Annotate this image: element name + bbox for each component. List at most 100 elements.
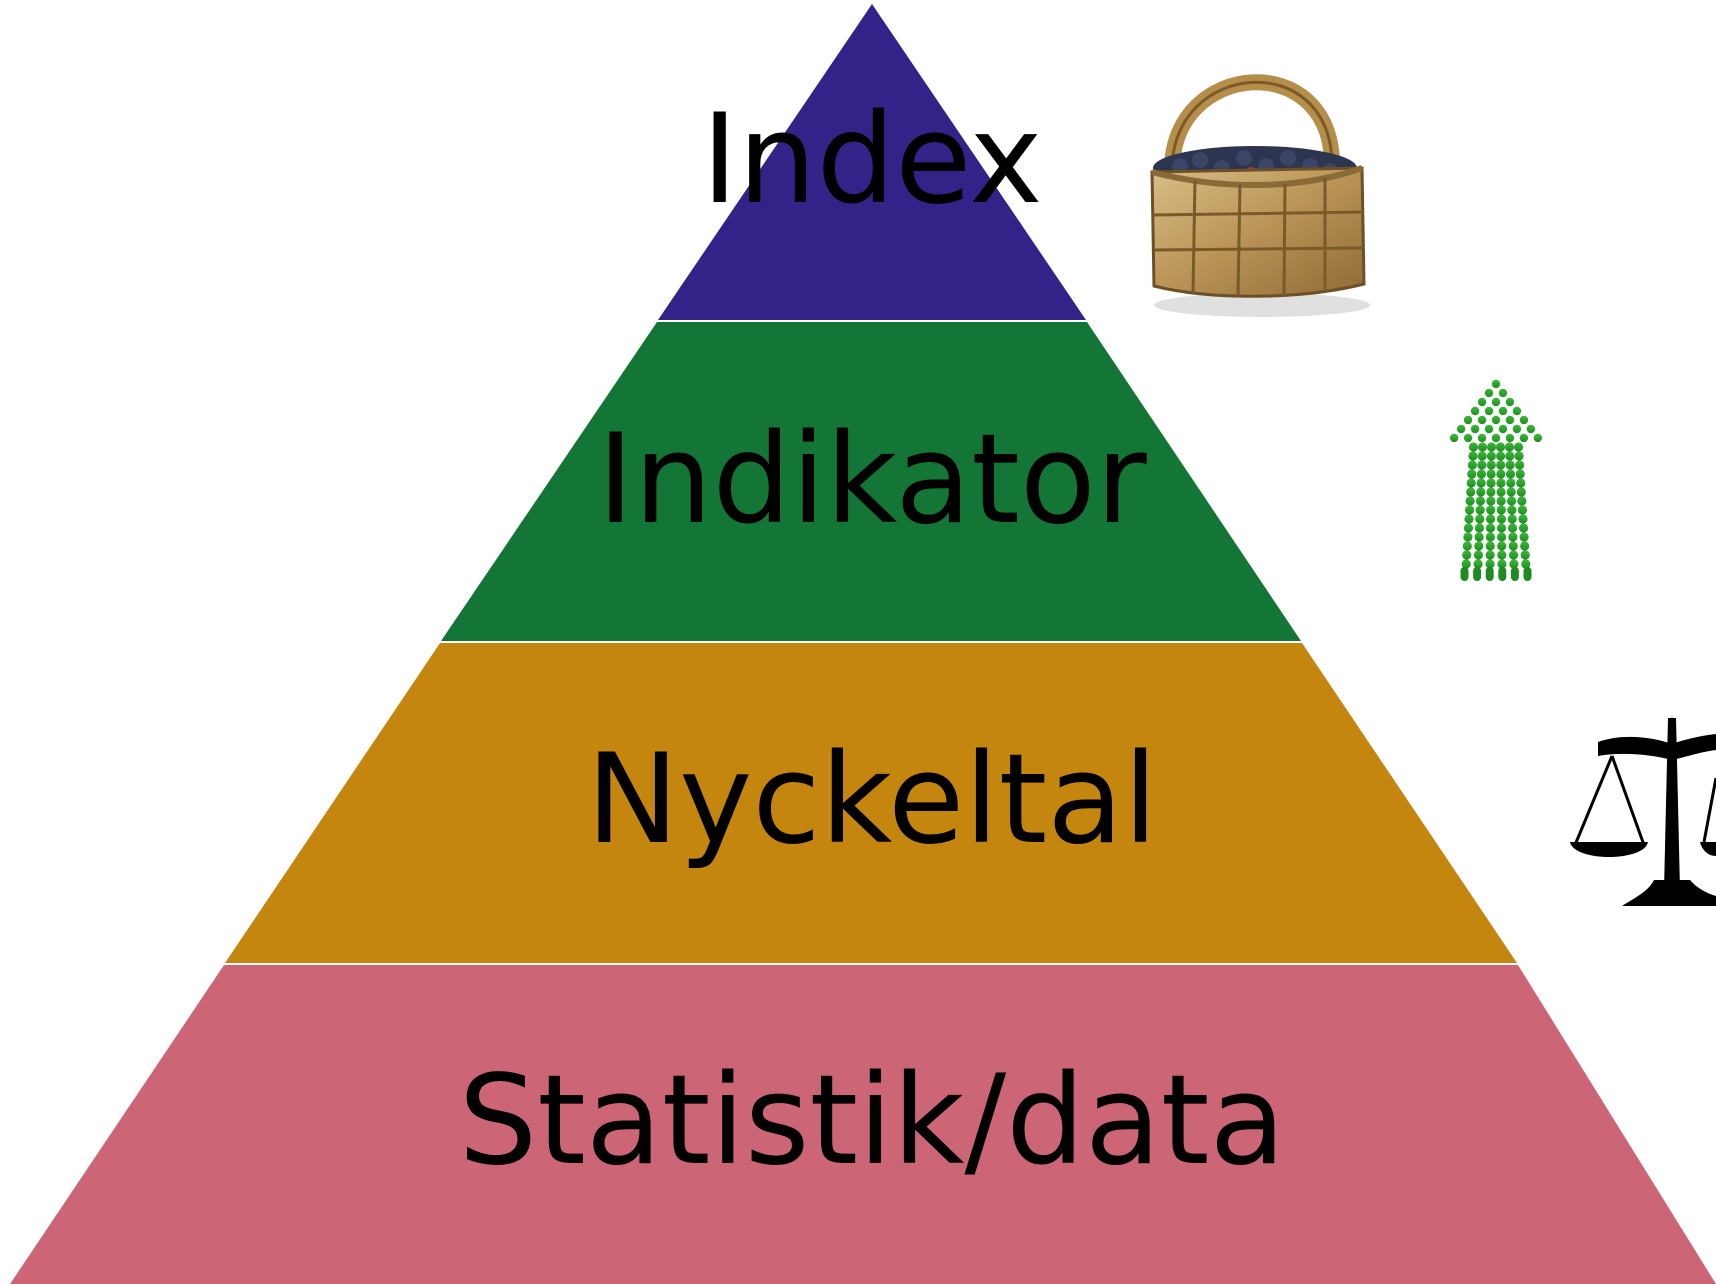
arrow-dot: [1484, 424, 1494, 434]
arrow-dot: [1519, 415, 1529, 425]
arrow-dot: [1477, 451, 1487, 461]
arrow-dot: [1521, 559, 1531, 569]
arrow-dot: [1463, 523, 1474, 533]
arrow-dot: [1467, 469, 1477, 479]
arrow-tail-dot: [1498, 567, 1507, 581]
arrow-dot: [1485, 523, 1496, 533]
arrow-dot: [1506, 478, 1516, 488]
arrow-dot: [1507, 505, 1517, 515]
arrow-dot: [1506, 487, 1516, 497]
arrow-dot: [1486, 496, 1496, 506]
arrow-dot: [1496, 514, 1506, 524]
arrow-dot: [1505, 451, 1515, 461]
arrow-dot: [1517, 505, 1528, 515]
arrow-dot: [1486, 460, 1496, 470]
arrow-dot: [1515, 460, 1525, 470]
arrow-dot: [1508, 541, 1518, 551]
arrow-dot: [1508, 532, 1518, 542]
arrow-dot: [1497, 559, 1507, 569]
tier-label-index: Index: [701, 88, 1042, 232]
arrow-dot: [1486, 451, 1496, 461]
tier-label-indikator: Indikator: [597, 408, 1146, 552]
arrow-dot: [1497, 532, 1507, 542]
arrow-dot: [1476, 487, 1486, 497]
arrow-dot: [1486, 469, 1496, 479]
arrow-dot: [1519, 532, 1529, 542]
arrow-dot: [1506, 496, 1517, 506]
arrow-dot: [1498, 388, 1508, 398]
arrow-dot: [1505, 397, 1515, 407]
arrow-dot: [1462, 550, 1472, 560]
arrow-dot: [1526, 424, 1536, 434]
arrow-dot: [1505, 433, 1515, 443]
arrow-dot: [1470, 424, 1480, 434]
arrow-dot: [1466, 487, 1476, 497]
arrow-dot: [1485, 532, 1495, 542]
arrow-dot: [1486, 505, 1496, 515]
arrow-dot: [1496, 469, 1506, 479]
arrow-dot: [1468, 442, 1479, 452]
arrow-dot: [1516, 478, 1526, 488]
arrow-dot: [1518, 523, 1529, 533]
arrow-dot: [1461, 559, 1471, 569]
arrow-dot: [1520, 541, 1530, 551]
arrow-dot: [1463, 532, 1473, 542]
basket-of-berries-icon: [1150, 74, 1370, 317]
arrow-dot: [1496, 496, 1506, 506]
arrow-dot: [1515, 469, 1525, 479]
tier-statistik-shape: [10, 965, 1716, 1284]
arrow-dot: [1473, 550, 1484, 560]
arrow-dot: [1462, 541, 1472, 551]
arrow-dot: [1507, 514, 1517, 524]
arrow-dot: [1476, 478, 1486, 488]
arrow-dot: [1512, 424, 1522, 434]
arrow-dot: [1484, 406, 1494, 416]
arrow-dot: [1485, 559, 1495, 569]
arrow-tail-dot: [1510, 567, 1519, 581]
tier-label-nyckeltal: Nyckeltal: [586, 728, 1158, 872]
arrow-dot: [1498, 424, 1508, 434]
arrow-dot: [1484, 388, 1494, 398]
arrow-dot: [1512, 406, 1522, 416]
arrow-dot: [1464, 505, 1475, 515]
arrow-dot: [1520, 550, 1530, 560]
arrow-dot: [1486, 487, 1496, 497]
arrow-tail-dot: [1473, 567, 1482, 581]
arrow-dot: [1496, 487, 1506, 497]
arrow-tail-dot: [1523, 567, 1532, 581]
arrow-tail-dot: [1485, 567, 1494, 581]
pyramid: [10, 4, 1716, 1284]
arrow-dot: [1509, 559, 1519, 569]
arrow-dot: [1474, 532, 1484, 542]
arrow-dot: [1465, 496, 1475, 506]
arrow-dot: [1475, 496, 1486, 506]
arrow-dot: [1505, 415, 1515, 425]
arrow-dot: [1474, 541, 1484, 551]
arrow-dot: [1477, 460, 1487, 470]
arrow-dot: [1485, 550, 1495, 560]
tier-indikator-shape: [441, 322, 1301, 641]
arrow-dot: [1449, 433, 1459, 443]
arrow-dot: [1486, 514, 1496, 524]
arrow-dot: [1485, 541, 1495, 551]
arrow-dot: [1517, 496, 1527, 506]
arrow-dot: [1533, 433, 1543, 443]
arrow-dot: [1496, 460, 1506, 470]
arrow-dot: [1477, 442, 1488, 452]
arrow-dot: [1518, 514, 1528, 524]
arrow-dot: [1516, 487, 1526, 497]
arrow-dot: [1496, 505, 1506, 515]
arrow-dot: [1496, 451, 1506, 461]
arrow-dot: [1468, 451, 1478, 461]
arrow-dot: [1505, 469, 1516, 479]
arrow-dot: [1491, 397, 1501, 407]
arrow-dot: [1463, 433, 1473, 443]
arrow-dot: [1477, 433, 1487, 443]
tier-label-statistik: Statistik/data: [459, 1049, 1286, 1193]
arrow-dot: [1475, 514, 1485, 524]
arrow-dot: [1496, 478, 1506, 488]
dotted-green-up-arrow-icon: [1449, 379, 1543, 581]
arrow-dot: [1473, 559, 1483, 569]
arrow-dot: [1504, 442, 1515, 452]
